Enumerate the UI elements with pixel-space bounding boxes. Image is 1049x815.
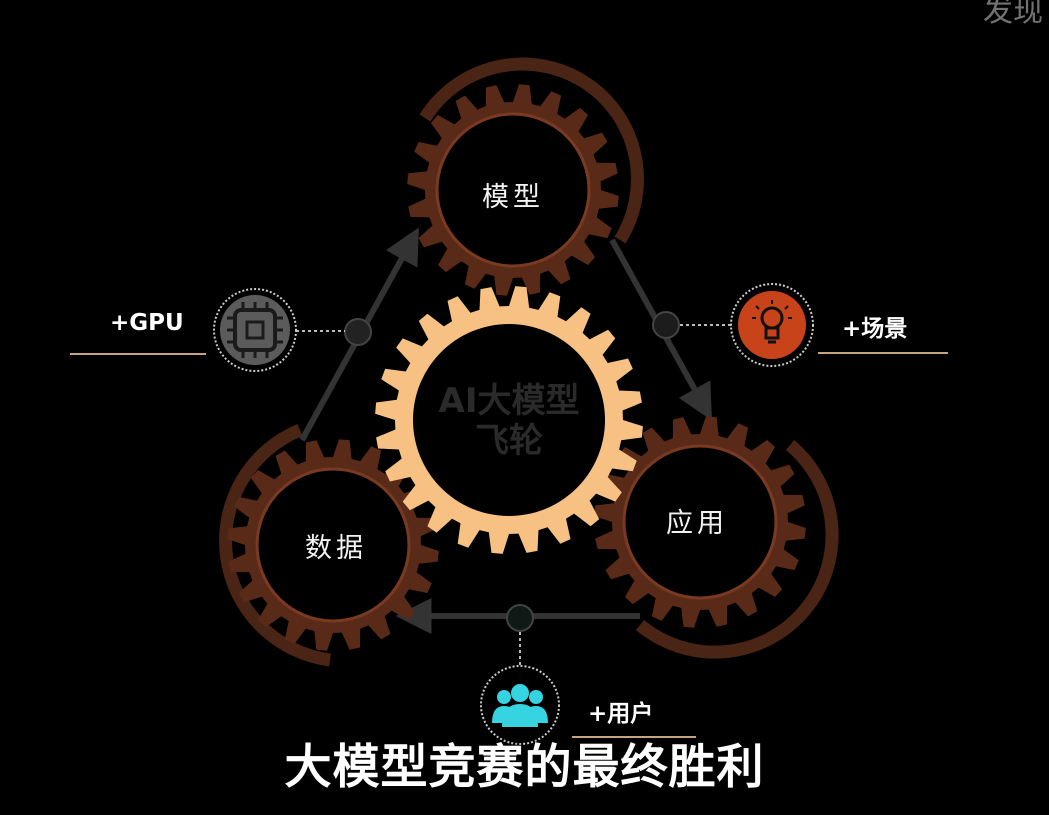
gpu-label: +GPU	[110, 310, 184, 336]
user-label: +用户	[588, 701, 654, 727]
gear-data-label: 数据	[305, 533, 367, 564]
scene-label: +场景	[842, 316, 908, 342]
gear-application	[594, 416, 806, 628]
user-underline	[572, 736, 696, 738]
gear-center	[375, 286, 643, 554]
gear-model-label: 模型	[482, 182, 544, 213]
junction-dot-user	[506, 604, 534, 632]
gear-app-hub	[622, 444, 778, 600]
application-outer-arc	[635, 440, 839, 659]
center-label-line2: 飞轮	[475, 421, 543, 461]
gear-model-hub	[435, 112, 591, 268]
gear-model	[407, 84, 619, 296]
gear-application-label: 应用	[666, 508, 728, 539]
junction-dot-scene	[652, 311, 680, 339]
model-outer-arc	[419, 57, 644, 244]
corner-text: 发现	[983, 0, 1043, 29]
gear-data	[227, 439, 439, 651]
gpu-underline	[70, 353, 206, 355]
lightbulb-icon	[730, 283, 814, 367]
gear-center-hub	[413, 324, 605, 516]
scene-underline	[818, 352, 948, 354]
data-outer-arc	[219, 423, 331, 667]
users-icon	[480, 665, 560, 745]
gear-data-hub	[255, 467, 411, 623]
caption: 大模型竞赛的最终胜利	[284, 740, 765, 795]
junction-dot-gpu	[344, 318, 372, 346]
gpu-chip-icon	[213, 288, 297, 372]
center-label-line1: AI大模型	[439, 381, 580, 421]
